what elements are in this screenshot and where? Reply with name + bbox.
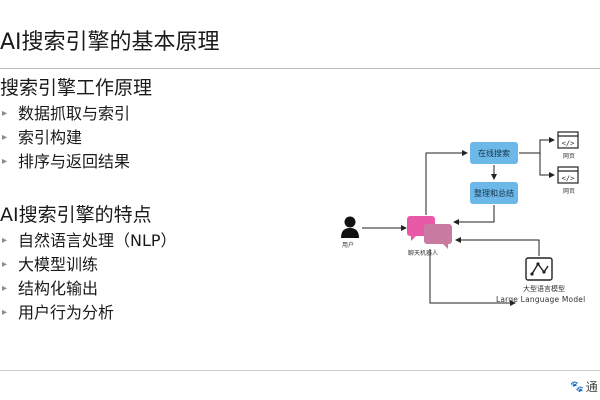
title-divider [0, 68, 600, 69]
svg-text:</>: </> [562, 140, 575, 148]
list-item: ▸排序与返回结果 [0, 150, 152, 174]
section-heading: 搜索引擎工作原理 [0, 77, 153, 99]
chat-bubbles-icon [407, 216, 452, 249]
webpage-label: 网页 [563, 153, 576, 160]
arrow-search-to-webpage-1 [519, 137, 555, 154]
bullet-list: ▸自然语言处理（NLP） ▸大模型训练 ▸结构化输出 ▸用户行为分析 [0, 229, 177, 325]
webpage-code-icon: </> [557, 131, 579, 149]
section-heading: AI搜索引擎的特点 [0, 204, 152, 226]
list-item: ▸数据抓取与索引 [0, 102, 152, 126]
diagram-canvas: </> </> [341, 131, 579, 306]
svg-text:</>: </> [562, 175, 575, 183]
arrow-chatbot-to-llm [429, 249, 516, 306]
footer-divider [0, 370, 600, 371]
summarize-box: 整理和总结 [470, 182, 518, 204]
paw-icon: 🐾 [570, 380, 584, 393]
llm-label-chinese: 大型语言模型 [523, 285, 565, 293]
chevron-right-icon: ▸ [2, 132, 8, 143]
chevron-right-icon: ▸ [2, 259, 8, 270]
section-ai-features: AI搜索引擎的特点 ▸自然语言处理（NLP） ▸大模型训练 ▸结构化输出 ▸用户… [0, 203, 177, 325]
webpage-code-icon: </> [557, 166, 579, 184]
chevron-right-icon: ▸ [2, 235, 8, 246]
llm-model-icon [525, 257, 553, 281]
chevron-right-icon: ▸ [2, 283, 8, 294]
arrow-summarize-to-chatbot [453, 205, 495, 225]
llm-label-english: Large Language Model [496, 295, 586, 304]
user-label: 用户 [342, 242, 355, 249]
arrow-llm-to-chatbot [455, 237, 540, 256]
chatbot-label: 聊天机器人 [408, 250, 439, 257]
list-item: ▸自然语言处理（NLP） [0, 229, 177, 253]
footer-brand: 🐾 通 [570, 378, 598, 395]
chevron-right-icon: ▸ [2, 307, 8, 318]
chevron-right-icon: ▸ [2, 156, 8, 167]
user-icon [341, 216, 359, 238]
list-item: ▸索引构建 [0, 126, 152, 150]
webpage-label: 网页 [563, 188, 576, 195]
footer-brand-text: 通 [585, 380, 598, 394]
slide-title: AI搜索引擎的基本原理 [0, 30, 220, 55]
list-item: ▸大模型训练 [0, 253, 177, 277]
arrow-chatbot-to-search [425, 150, 468, 215]
bullet-list: ▸数据抓取与索引 ▸索引构建 ▸排序与返回结果 [0, 102, 152, 174]
ai-search-flow-diagram: </> </> 在线搜索 整理和总结 用户 聊天机器人 网页 网页 大型语言模型… [330, 118, 600, 338]
section-search-principle: 搜索引擎工作原理 ▸数据抓取与索引 ▸索引构建 ▸排序与返回结果 [0, 76, 152, 174]
online-search-box: 在线搜索 [470, 142, 518, 164]
list-item: ▸用户行为分析 [0, 301, 177, 325]
arrow-search-to-webpage-2 [539, 153, 555, 178]
chevron-right-icon: ▸ [2, 108, 8, 119]
list-item: ▸结构化输出 [0, 277, 177, 301]
